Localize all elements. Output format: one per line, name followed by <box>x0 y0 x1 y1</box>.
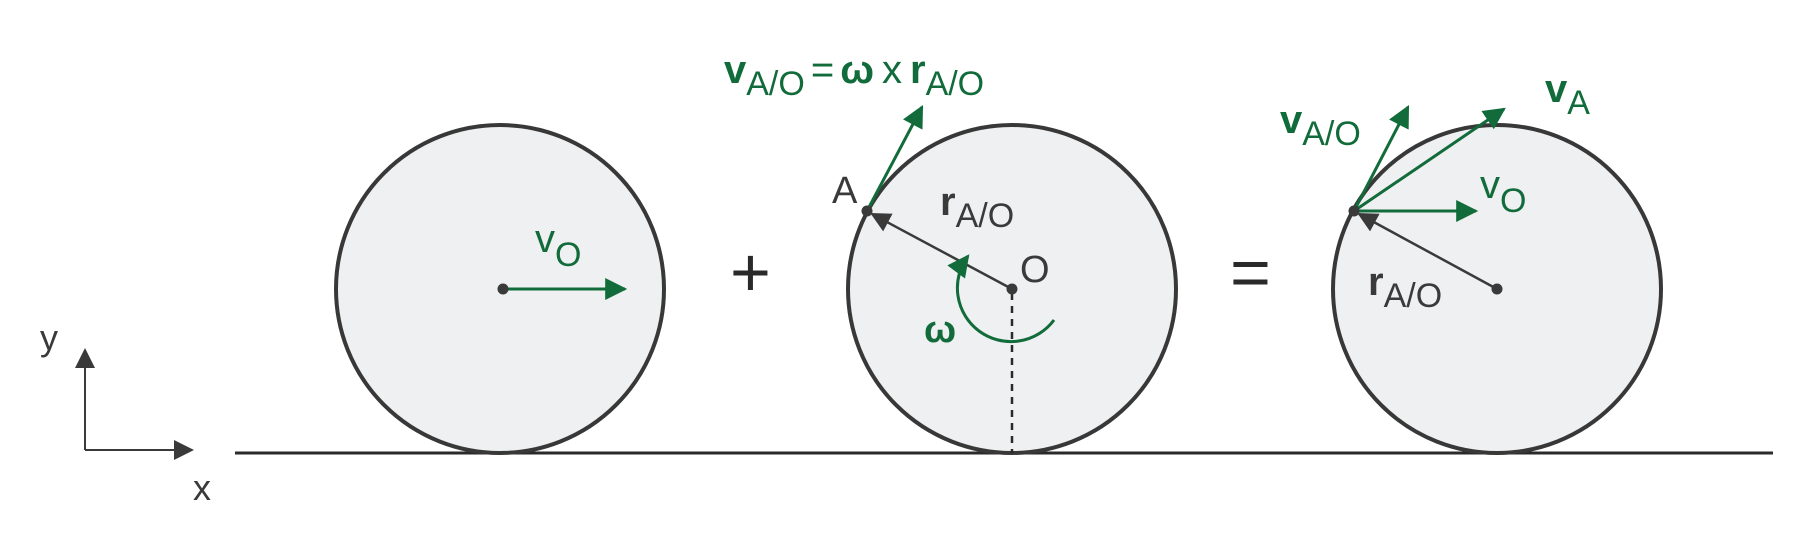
r-ao-label: rA/O <box>940 180 1014 235</box>
r-ao-arrow-combined <box>1357 212 1498 291</box>
v-ao-label-combined: vA/O <box>1280 98 1361 153</box>
center-point-combined <box>1491 283 1503 295</box>
y-axis-label: y <box>40 317 58 358</box>
point-a <box>861 205 873 217</box>
center-o-point <box>1006 283 1018 295</box>
vo-label-combined: vO <box>1480 163 1526 220</box>
point-a-label: A <box>832 170 858 212</box>
center-o-label: O <box>1020 249 1050 291</box>
wheel-combined: vA/O vA vO rA/O <box>1280 67 1663 455</box>
equals-operator: = <box>1230 233 1271 311</box>
center-point <box>497 283 509 295</box>
velocity-vo-label: vO <box>535 217 581 274</box>
v-ao-arrow <box>865 105 924 212</box>
r-ao-label-combined: rA/O <box>1368 260 1442 315</box>
wheel-translation: vO <box>334 123 666 455</box>
omega-arc <box>947 254 1056 344</box>
v-ao-arrow-combined <box>1352 105 1410 212</box>
va-label: vA <box>1545 67 1590 122</box>
point-a-combined <box>1348 205 1360 217</box>
x-axis-label: x <box>193 467 211 508</box>
coordinate-axes: y x <box>40 317 211 508</box>
plus-operator: + <box>730 233 771 311</box>
r-ao-arrow <box>870 212 1013 291</box>
va-arrow <box>1353 107 1506 213</box>
omega-label: ω <box>924 309 956 351</box>
